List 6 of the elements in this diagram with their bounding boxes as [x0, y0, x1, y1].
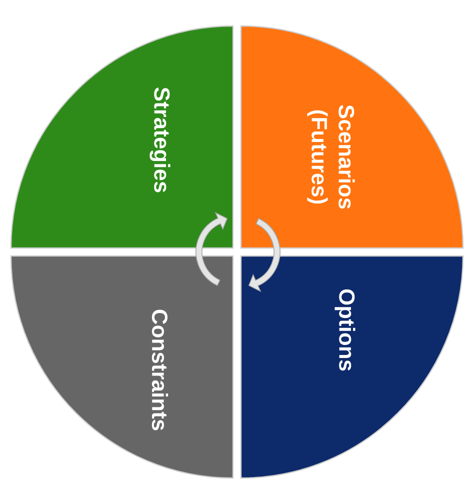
quadrant-sector: Options: [240, 255, 464, 479]
quadrant-sector: Scenarios (Futures): [240, 25, 464, 249]
curved-arrow: [248, 218, 280, 292]
quadrant-sector: Constraints: [10, 255, 234, 479]
quadrant-sector: Strategies: [10, 25, 234, 249]
curved-arrow: [196, 212, 228, 286]
